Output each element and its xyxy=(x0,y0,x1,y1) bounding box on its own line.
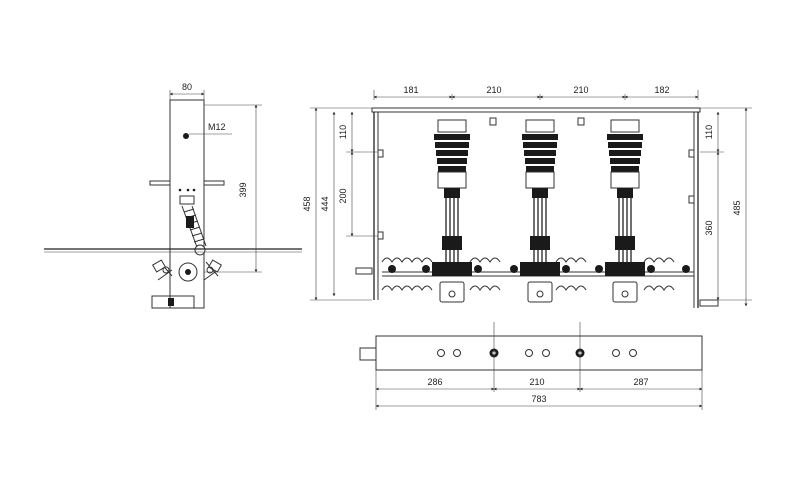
side-spring-assembly xyxy=(179,195,207,256)
left-dim-444: 444 xyxy=(320,196,330,211)
left-dim-458: 458 xyxy=(302,196,312,211)
side-height-dim: 399 xyxy=(238,182,248,197)
side-view: 80 M12 xyxy=(44,82,302,309)
pole-2 xyxy=(510,119,570,303)
side-width-dim: 80 xyxy=(182,82,192,92)
pole-1 xyxy=(422,119,482,303)
bottom-dim-2: 210 xyxy=(529,377,544,387)
bolt-label: M12 xyxy=(208,122,226,132)
top-beam xyxy=(371,107,701,113)
bottom-view: 286 210 287 783 xyxy=(359,322,703,410)
right-dim-485: 485 xyxy=(732,200,742,215)
pole-3 xyxy=(595,119,655,303)
bellows-strip xyxy=(381,257,675,291)
top-dim-1: 181 xyxy=(403,85,418,95)
bottom-total-dim: 783 xyxy=(531,394,546,404)
side-lower-mechanism xyxy=(151,259,223,309)
left-dim-200: 200 xyxy=(338,188,348,203)
m12-bolt xyxy=(183,133,189,139)
right-dim-110: 110 xyxy=(704,125,714,139)
left-dim-110: 110 xyxy=(338,125,348,139)
right-dim-360: 360 xyxy=(704,220,714,235)
top-dim-4: 182 xyxy=(654,85,669,95)
bottom-base-plate xyxy=(375,335,703,371)
front-view: 181 210 210 182 458 444 200 110 110 360 … xyxy=(302,85,752,308)
top-dim-3: 210 xyxy=(573,85,588,95)
bottom-dim-3: 287 xyxy=(633,377,648,387)
top-dim-2: 210 xyxy=(486,85,501,95)
bottom-dim-1: 286 xyxy=(427,377,442,387)
